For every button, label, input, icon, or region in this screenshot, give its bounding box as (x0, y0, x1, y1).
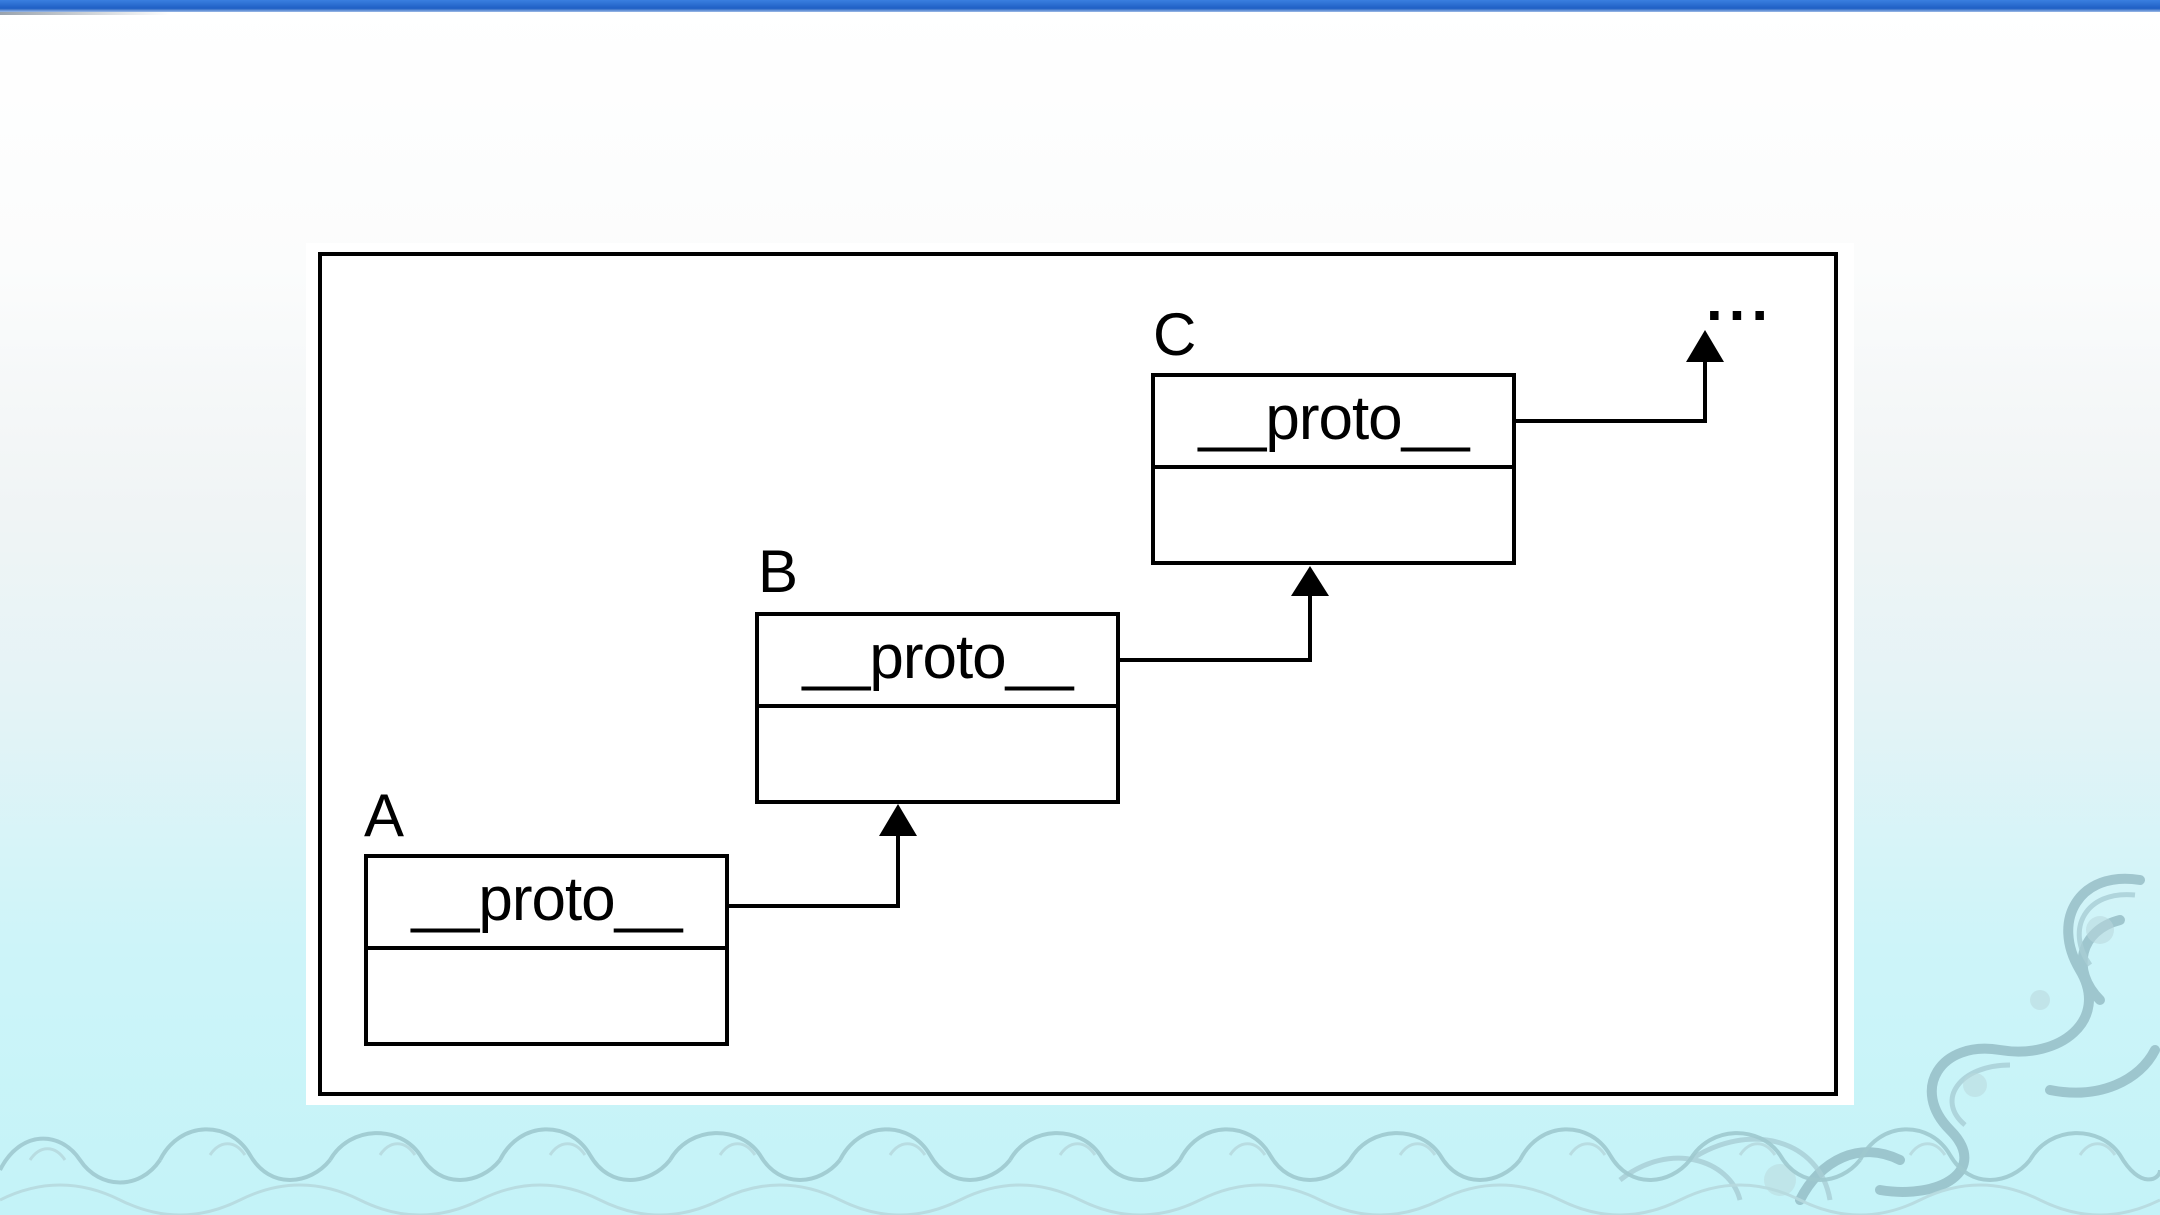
object-c-proto-field: __proto__ (1155, 377, 1512, 469)
object-a-box: __proto__ (364, 854, 729, 1046)
continuation-ellipsis: ... (1706, 266, 1775, 333)
object-b-label: B (758, 538, 799, 605)
diagram-frame (318, 252, 1838, 1096)
title-underline (0, 12, 170, 15)
object-c-box: __proto__ (1151, 373, 1516, 565)
dragon-decoration (1618, 873, 2160, 1205)
object-b-box: __proto__ (755, 612, 1120, 804)
object-a-proto-field: __proto__ (368, 858, 725, 950)
object-b-proto-field: __proto__ (759, 616, 1116, 708)
title-accent-bar (0, 0, 2160, 12)
wave-pattern (0, 1127, 2160, 1215)
object-a-label: A (364, 782, 405, 849)
object-c-label: C (1153, 301, 1197, 368)
